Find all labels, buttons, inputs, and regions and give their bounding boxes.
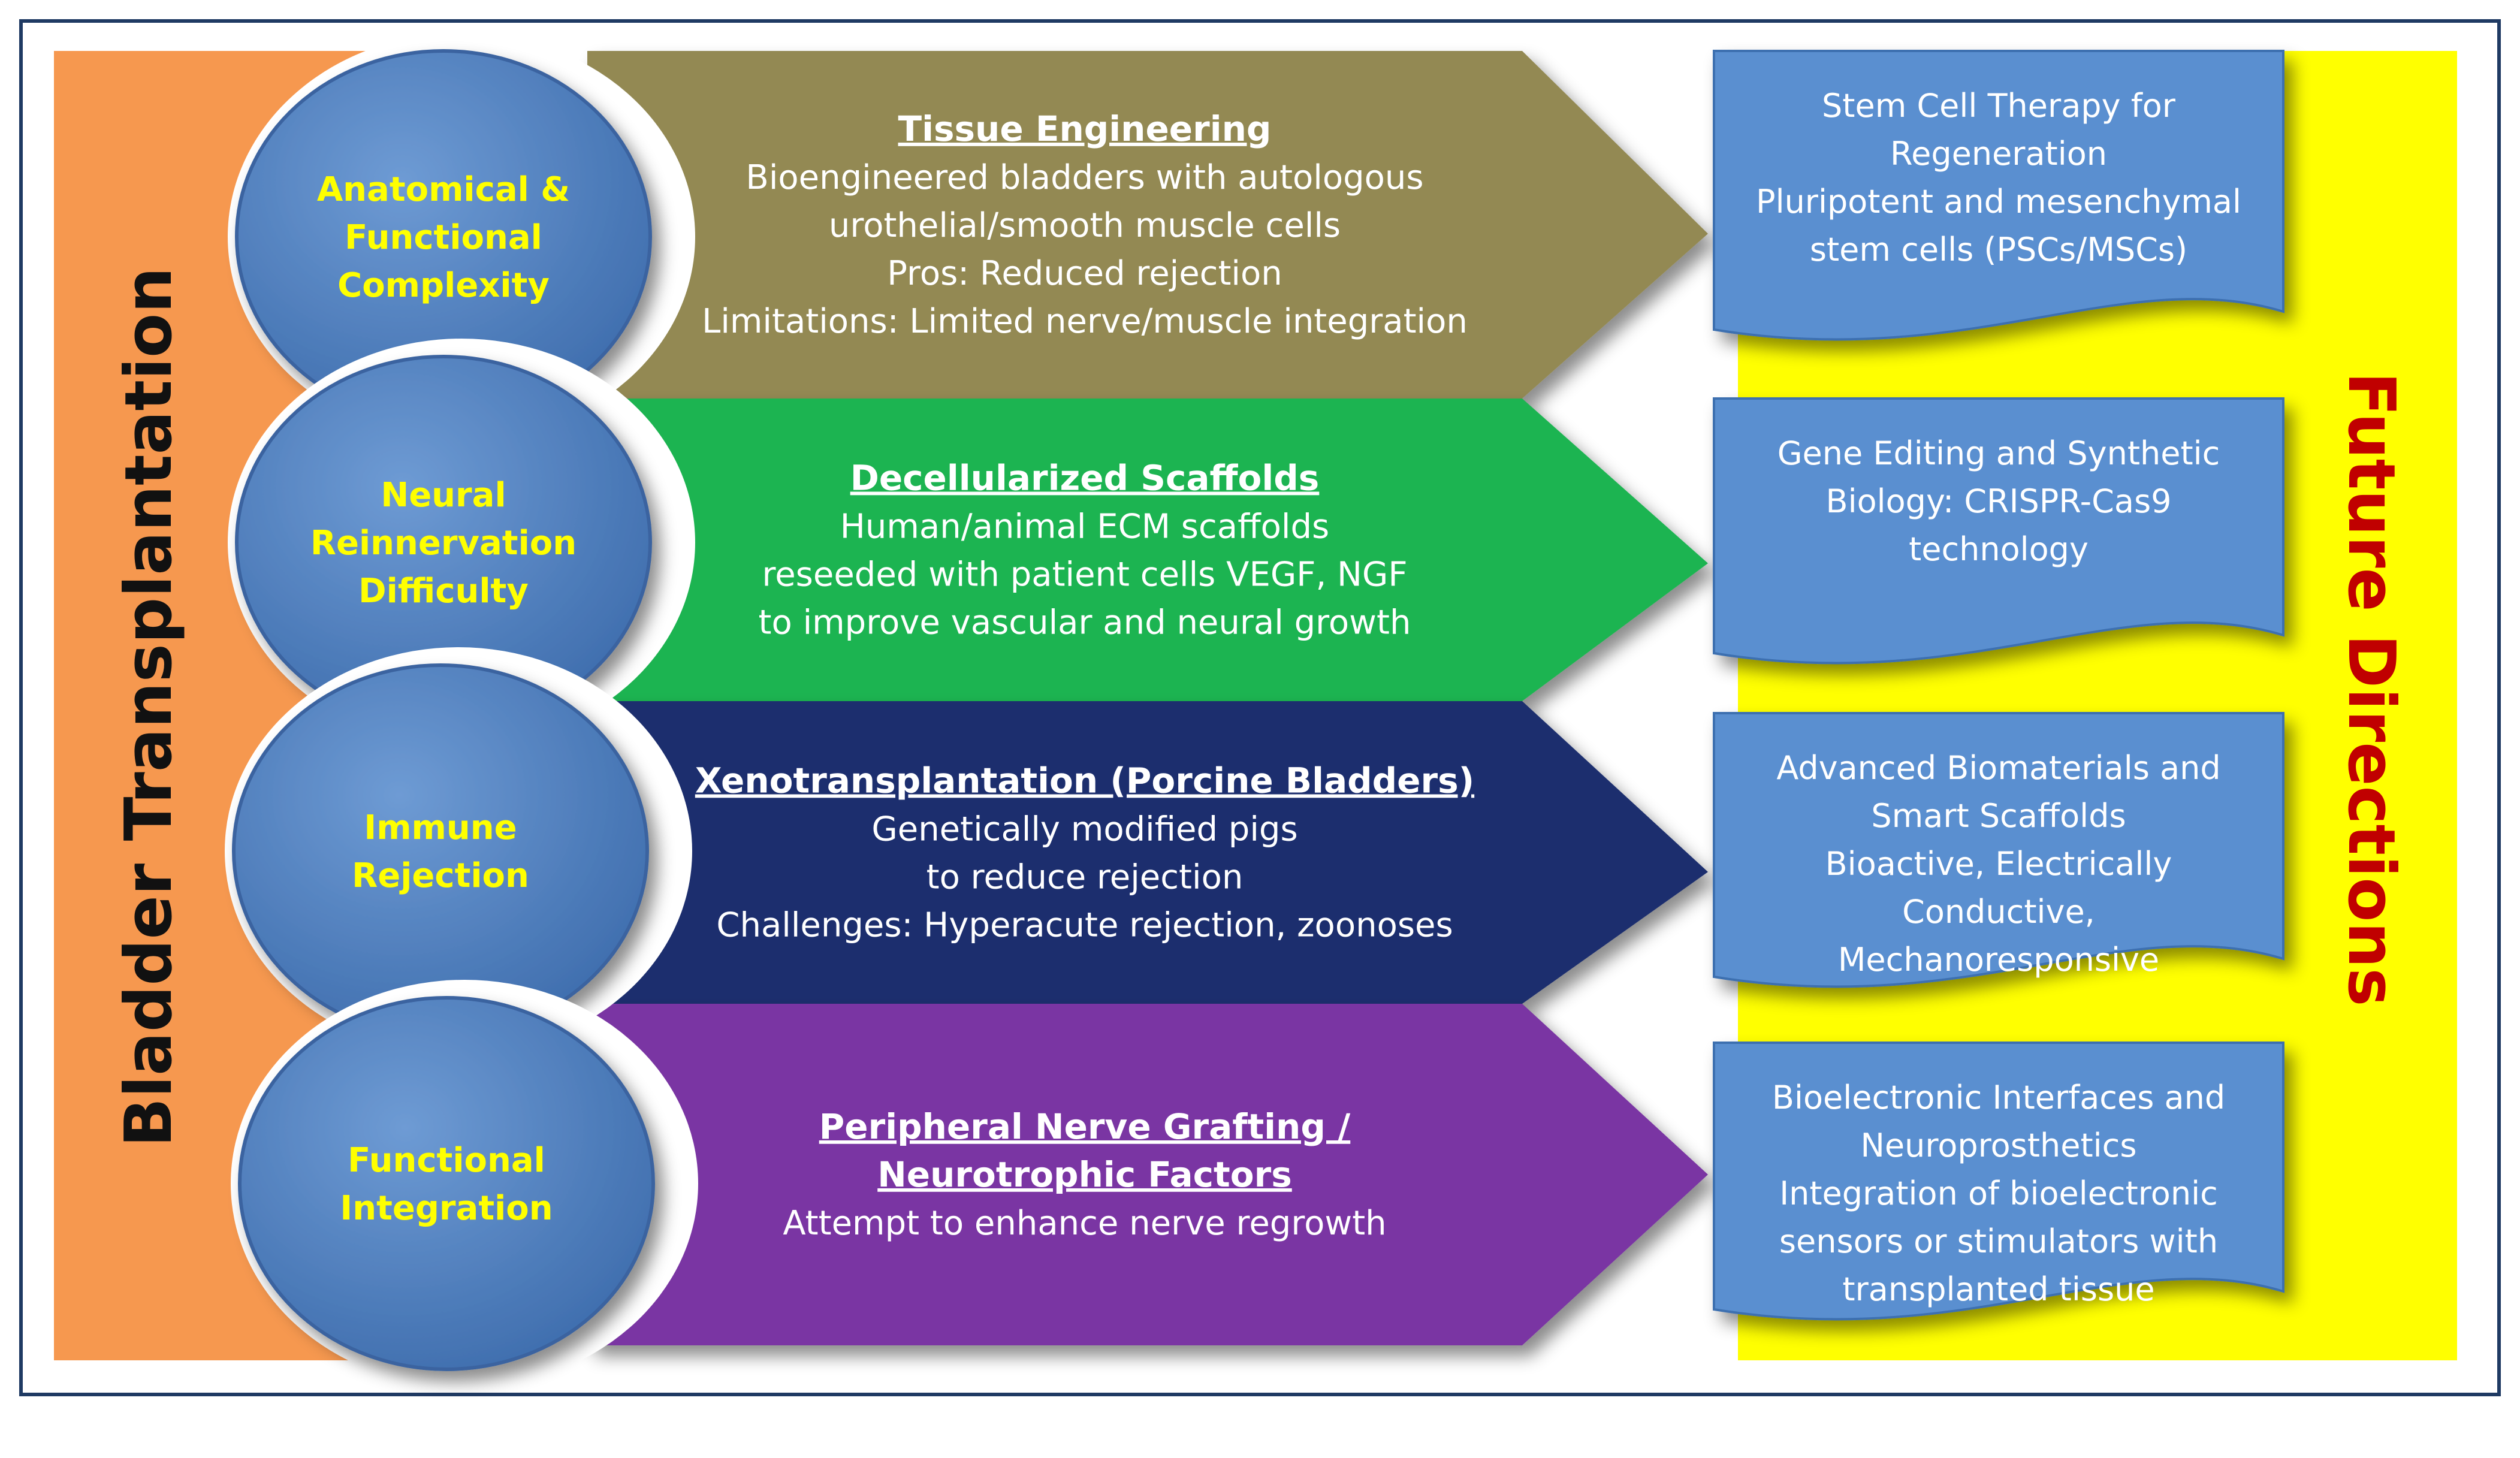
approach-text: Bioengineered bladders with autologous bbox=[746, 158, 1423, 197]
future-text: Bioelectronic Interfaces and bbox=[1772, 1079, 2225, 1116]
challenge-label: Functional bbox=[348, 1141, 545, 1180]
challenge-label: Rejection bbox=[352, 856, 529, 895]
future-text: Mechanoresponsive bbox=[1838, 941, 2159, 979]
approach-title: Tissue Engineering bbox=[898, 108, 1272, 149]
approach-text: Human/animal ECM scaffolds bbox=[840, 508, 1329, 547]
future-box-shape bbox=[1713, 1042, 2284, 1321]
future-text: Advanced Biomaterials and bbox=[1776, 749, 2220, 787]
approach-text: to improve vascular and neural growth bbox=[759, 603, 1411, 642]
approach-text: urothelial/smooth muscle cells bbox=[829, 206, 1341, 245]
future-text: Conductive, bbox=[1902, 893, 2095, 931]
approach-text: Challenges: Hyperacute rejection, zoonos… bbox=[716, 906, 1453, 945]
challenge-label: Immune bbox=[364, 808, 517, 847]
approach-arrow-3: Xenotransplantation (Porcine Bladders) Ge… bbox=[587, 701, 1708, 1004]
approach-text: Pros: Reduced rejection bbox=[887, 254, 1282, 293]
approach-title: Xenotransplantation (Porcine Bladders) bbox=[695, 760, 1474, 801]
approach-arrow-shape bbox=[587, 1004, 1708, 1345]
future-box-shape bbox=[1713, 50, 2284, 341]
approach-text: to reduce rejection bbox=[926, 858, 1244, 897]
approach-arrow-shape bbox=[587, 51, 1708, 399]
future-text: transplanted tissue bbox=[1842, 1270, 2154, 1308]
approach-arrow-shape bbox=[587, 399, 1708, 701]
approach-text: Attempt to enhance nerve regrowth bbox=[783, 1204, 1386, 1243]
challenge-label: Complexity bbox=[337, 266, 550, 305]
future-text: Stem Cell Therapy for bbox=[1822, 87, 2176, 125]
right-bar-title: Future Directions bbox=[2334, 372, 2409, 1006]
future-text: sensors or stimulators with bbox=[1779, 1222, 2218, 1260]
future-text: Bioactive, Electrically bbox=[1825, 845, 2172, 883]
challenge-label: Anatomical & bbox=[317, 170, 570, 209]
challenge-label: Difficulty bbox=[358, 572, 529, 611]
future-box-shape bbox=[1713, 712, 2284, 988]
approach-text: Genetically modified pigs bbox=[871, 810, 1297, 849]
future-text: Regeneration bbox=[1890, 135, 2107, 173]
approach-title: Decellularized Scaffolds bbox=[850, 458, 1320, 499]
future-text: Gene Editing and Synthetic bbox=[1777, 434, 2220, 472]
approach-text: reseeded with patient cells VEGF, NGF bbox=[762, 556, 1407, 594]
future-text: Smart Scaffolds bbox=[1871, 797, 2126, 835]
future-box-1: Stem Cell Therapy forRegenerationPluripo… bbox=[1713, 50, 2284, 341]
challenge-circle-shape bbox=[238, 996, 655, 1371]
challenge-label: Neural bbox=[381, 476, 506, 515]
approach-title: Neurotrophic Factors bbox=[877, 1154, 1292, 1195]
future-text: Pluripotent and mesenchymal bbox=[1756, 183, 2241, 221]
future-box-4: Bioelectronic Interfaces andNeuroprosthe… bbox=[1713, 1042, 2284, 1321]
future-text: Neuroprosthetics bbox=[1861, 1127, 2137, 1164]
future-text: Biology: CRISPR-Cas9 bbox=[1826, 482, 2172, 520]
left-bar-title: Bladder Transplantation bbox=[111, 267, 186, 1147]
approach-arrow-4: Peripheral Nerve Grafting / Neurotrophic … bbox=[587, 1004, 1708, 1345]
future-text: stem cells (PSCs/MSCs) bbox=[1810, 231, 2187, 268]
challenge-circles: Anatomical &FunctionalComplexityNeuralRe… bbox=[225, 33, 698, 1387]
future-text: Integration of bioelectronic bbox=[1779, 1175, 2218, 1212]
approach-text: Limitations: Limited nerve/muscle integr… bbox=[702, 302, 1468, 341]
challenge-label: Reinnervation bbox=[310, 524, 577, 563]
challenge-label: Integration bbox=[340, 1189, 553, 1228]
approach-arrow-shape bbox=[587, 701, 1708, 1004]
future-text: technology bbox=[1909, 530, 2089, 568]
challenge-label: Functional bbox=[345, 218, 542, 257]
approach-title: Peripheral Nerve Grafting / bbox=[819, 1106, 1351, 1147]
future-boxes: Stem Cell Therapy forRegenerationPluripo… bbox=[1713, 50, 2284, 1321]
future-box-shape bbox=[1713, 397, 2284, 665]
